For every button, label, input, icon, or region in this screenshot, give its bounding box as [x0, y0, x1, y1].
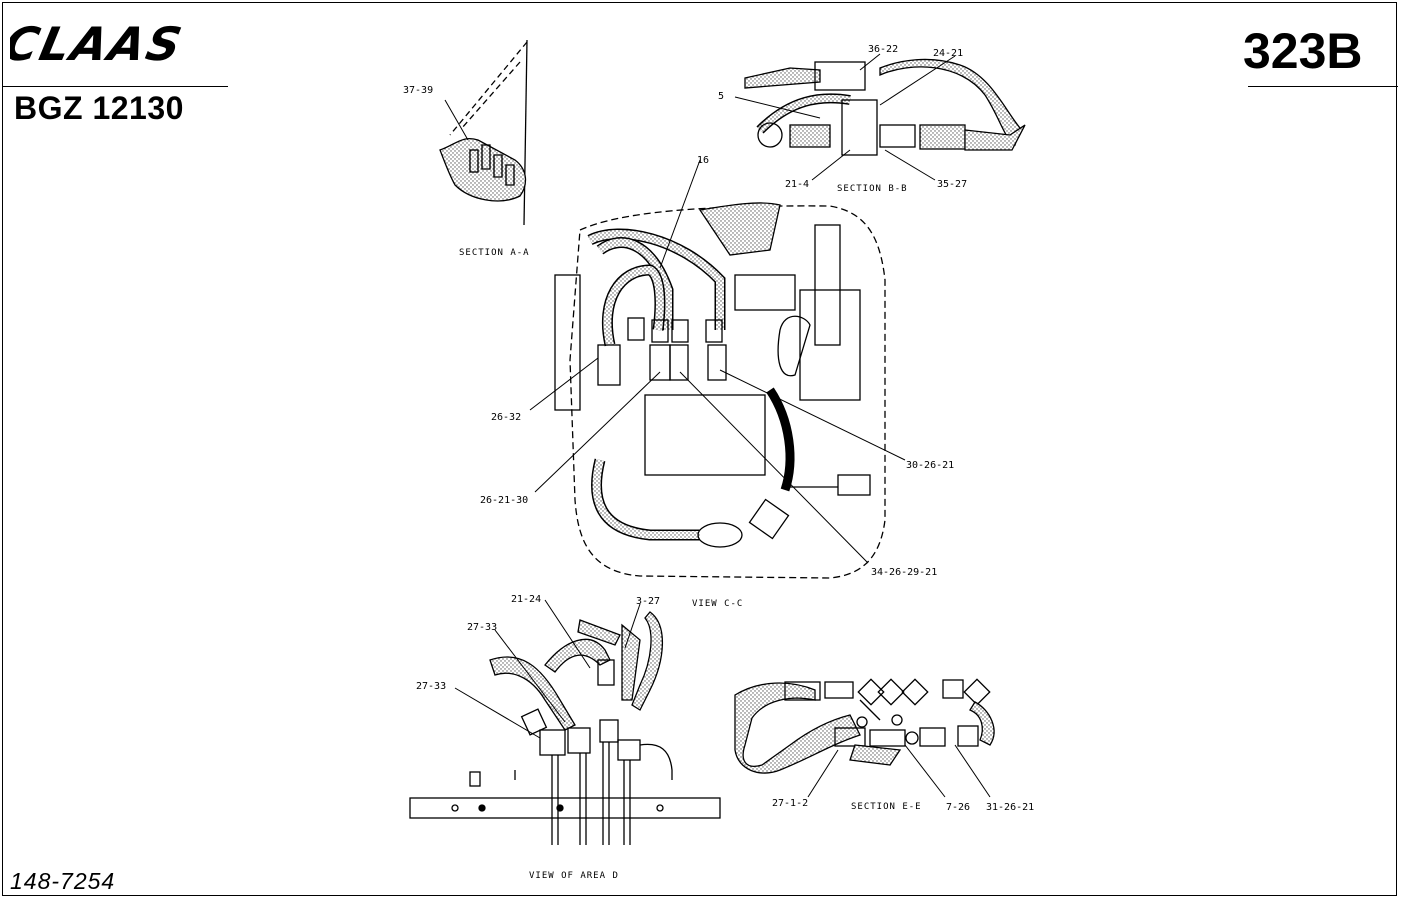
callout-e-2: 7-26 [946, 802, 970, 813]
page-number: 323B [1243, 23, 1363, 79]
callout-c-3: 26-21-30 [480, 495, 528, 506]
section-b-view [734, 53, 1026, 181]
callout-b-1: 36-22 [868, 44, 898, 55]
view-d [409, 599, 721, 845]
callout-b-4: 21-4 [785, 179, 809, 190]
section-e-view [734, 678, 995, 798]
header-rule-right [1248, 86, 1398, 87]
section-e-caption: SECTION E-E [851, 802, 922, 812]
claas-logo: CLAAS [10, 20, 188, 66]
svg-text:CLAAS: CLAAS [10, 20, 188, 66]
callout-d-3: 27-33 [467, 622, 497, 633]
callout-c-4: 30-26-21 [906, 460, 954, 471]
view-c-caption: VIEW C-C [692, 599, 743, 609]
section-a-view [439, 39, 528, 226]
callout-c-5: 34-26-29-21 [871, 567, 937, 578]
callout-c-1: 16 [697, 155, 709, 166]
callout-e-3: 31-26-21 [986, 802, 1034, 813]
section-a-caption: SECTION A-A [459, 248, 530, 258]
callout-d-1: 21-24 [511, 594, 541, 605]
callout-b-5: 35-27 [937, 179, 967, 190]
view-c-main [529, 159, 906, 579]
view-d-caption: VIEW OF AREA D [529, 871, 619, 881]
callout-c-2: 26-32 [491, 412, 521, 423]
callout-e-1: 27-1-2 [772, 798, 808, 809]
section-b-caption: SECTION B-B [837, 184, 908, 194]
document-number: 148-7254 [10, 868, 116, 894]
callout-b-3: 5 [718, 91, 724, 102]
callout-b-2: 24-21 [933, 48, 963, 59]
callout-a-1: 37-39 [403, 85, 433, 96]
callout-d-2: 3-27 [636, 596, 660, 607]
header-rule-left [2, 86, 228, 87]
part-number: BGZ 12130 [14, 90, 184, 126]
callout-d-4: 27-33 [416, 681, 446, 692]
